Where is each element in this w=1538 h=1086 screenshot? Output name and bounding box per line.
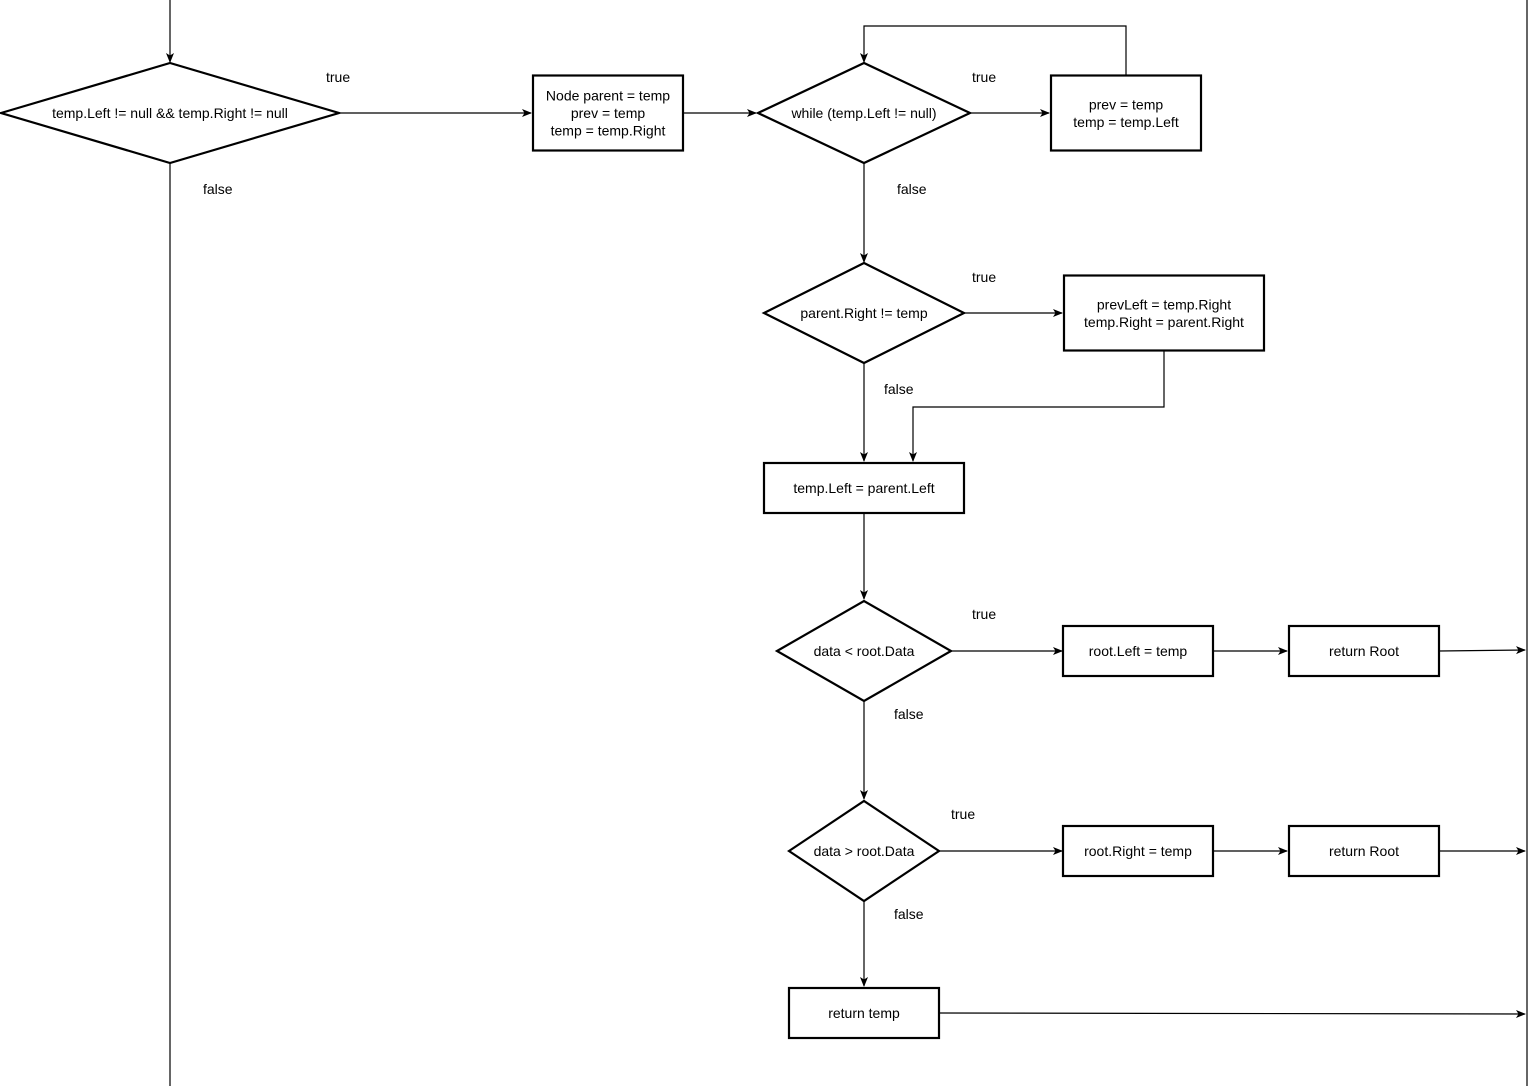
process-box [787,986,941,1040]
process-box [1287,624,1441,678]
node-text-line: temp.Right = parent.Right [1084,314,1244,330]
process-box [762,461,966,515]
node-text-line: temp.Left != null && temp.Right != null [52,105,288,121]
node-return-temp: return temp [787,986,941,1040]
node-text-line: temp.Left = parent.Left [793,480,934,496]
edge-relink-to-assign [909,351,1165,462]
node-text-line: return Root [1329,643,1399,659]
node-return-root-2: return Root [1287,824,1441,878]
node-text-line: prev = temp [1089,96,1164,112]
label-parent-right-true: true [972,269,996,285]
label-while-true: true [972,69,996,85]
label-both-children-true: true [326,69,350,85]
node-text-line: return Root [1329,843,1399,859]
nodes: temp.Left != null && temp.Right != null N… [0,61,1441,1040]
process-box [1049,74,1203,152]
node-text-line: root.Left = temp [1089,643,1188,659]
label-less-false: false [894,706,924,722]
node-advance-left: prev = temp temp = temp.Left [1049,74,1203,152]
node-text-line: prev = temp [571,105,646,121]
process-box [531,74,685,152]
node-text-line: return temp [828,1005,900,1021]
node-text-line: prevLeft = temp.Right [1097,296,1231,312]
node-relink-right: prevLeft = temp.Right temp.Right = parent… [1062,274,1266,352]
node-while-left: while (temp.Left != null) [755,61,973,165]
decision-diamond [755,61,973,165]
edge-return-root-1-out [1438,646,1526,655]
node-text-line: data > root.Data [814,843,915,859]
node-cond-less: data < root.Data [774,599,954,703]
node-text-line: parent.Right != temp [800,305,927,321]
label-greater-true: true [951,806,975,822]
edges [166,0,1528,1086]
label-parent-right-false: false [884,381,914,397]
node-text-line: while (temp.Left != null) [790,105,936,121]
node-cond-both-children: temp.Left != null && temp.Right != null [0,61,343,165]
decision-diamond [787,799,941,903]
node-text-line: temp = temp.Left [1073,114,1179,130]
node-text-line: temp = temp.Right [551,123,666,139]
node-assign-left: temp.Left = parent.Left [762,461,966,515]
process-box [1061,824,1215,878]
node-return-root-1: return Root [1287,624,1441,678]
node-cond-greater: data > root.Data [787,799,941,903]
edge-loop-back [860,25,1127,75]
node-text-line: data < root.Data [814,643,915,659]
label-greater-false: false [894,906,924,922]
node-text-line: root.Right = temp [1084,843,1192,859]
decision-diamond [0,61,343,165]
process-box [1061,624,1215,678]
label-less-true: true [972,606,996,622]
process-box [1062,274,1266,352]
node-set-root-right: root.Right = temp [1061,824,1215,878]
process-box [1287,824,1441,878]
node-cond-parent-right: parent.Right != temp [761,261,967,365]
decision-diamond [761,261,967,365]
decision-diamond [774,599,954,703]
edge-return-temp-out [939,1009,1526,1018]
label-while-false: false [897,181,927,197]
label-both-children-false: false [203,181,233,197]
node-set-root-left: root.Left = temp [1061,624,1215,678]
edge-labels: true false true false true false true fa… [203,69,996,922]
node-text-line: Node parent = temp [546,88,670,104]
